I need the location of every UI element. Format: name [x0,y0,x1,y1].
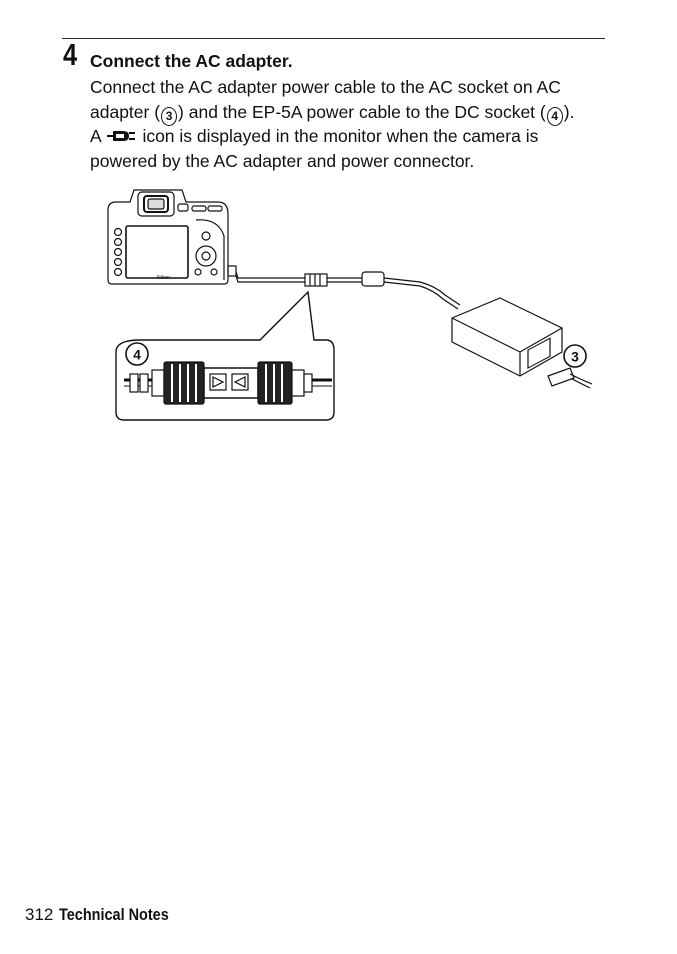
body-line-1: Connect the AC adapter power cable to th… [90,77,561,97]
top-rule [62,38,605,39]
callout-3: 3 [563,344,587,368]
body-line-2: adapter (3) and the EP-5A power cable to… [90,100,610,126]
body-line-3-b: icon is displayed in the monitor when th… [137,126,539,146]
step-heading: Connect the AC adapter. [90,51,293,71]
ref-3-marker: 3 [161,106,178,126]
body-line-4: powered by the AC adapter and power conn… [90,150,475,171]
body-line-2-a: adapter ( [90,101,161,122]
camera-ac-adapter-illustration: 4 3 Nikon [100,180,600,430]
ref-4-marker: 4 [546,106,563,126]
step-number: 4 [63,37,78,72]
ac-power-icon [106,125,137,150]
brand-mark: Nikon [157,275,170,281]
callout-4-label: 4 [133,347,141,363]
body-line-2-c: ). [563,101,575,122]
callout-4: 4 [125,342,149,366]
section-title: Technical Notes [59,905,170,924]
body-line-3-a: A [90,126,106,146]
body-line-3: A icon is displayed in the monitor when … [90,124,610,150]
page-footer: 312 Technical Notes [25,905,189,925]
body-line-2-b: ) and the EP-5A power cable to the DC so… [178,101,546,122]
page-number: 312 [25,905,54,924]
callout-3-label: 3 [571,349,579,365]
